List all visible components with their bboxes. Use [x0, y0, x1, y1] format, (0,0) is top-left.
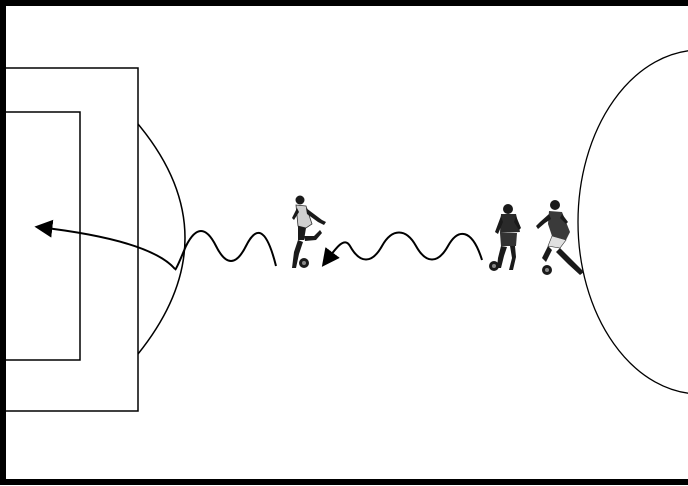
soccer-drill-diagram: [0, 0, 688, 486]
pitch-canvas: [0, 0, 688, 486]
